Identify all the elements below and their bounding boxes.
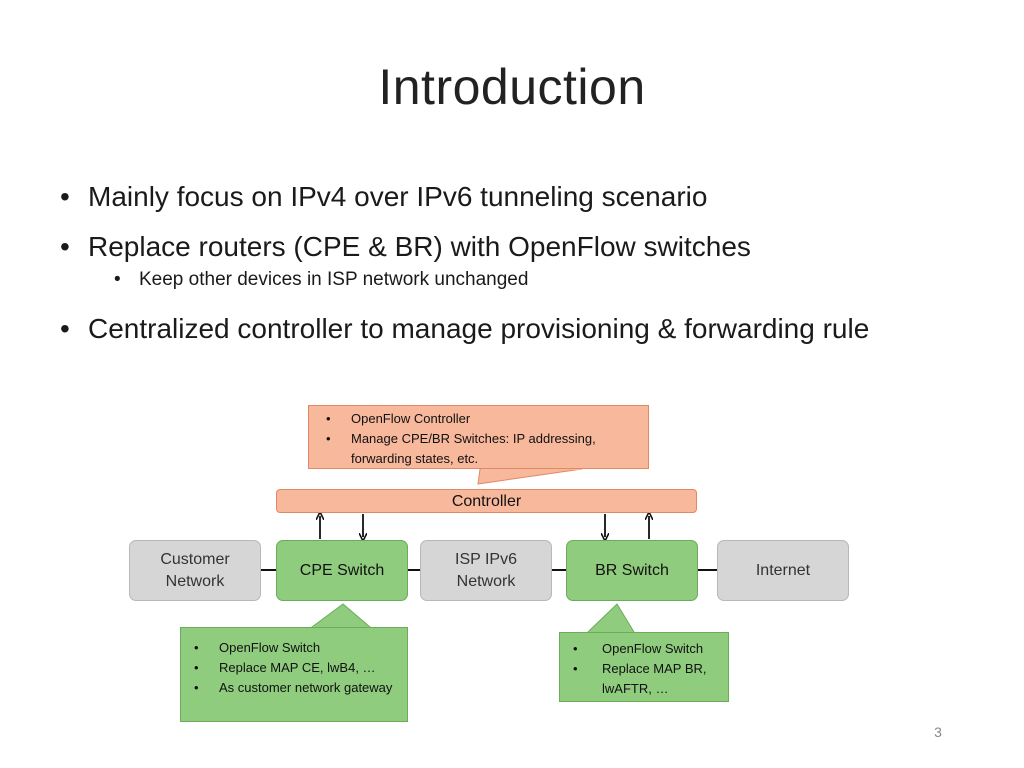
callout-item: Manage CPE/BR Switches: IP addressing, f… [317,429,644,469]
callout-item: Replace MAP BR, lwAFTR, … [564,659,724,699]
bullet-list: Mainly focus on IPv4 over IPv6 tunneling… [58,180,1008,362]
controller-callout: OpenFlow Controller Manage CPE/BR Switch… [308,405,649,469]
node-label: BR Switch [595,561,669,579]
controller-callout-tail [477,468,583,485]
br-callout-tail [586,603,635,633]
callout-item: As customer network gateway [185,678,403,698]
br-callout: OpenFlow Switch Replace MAP BR, lwAFTR, … [559,632,729,702]
node-label: ISP IPv6 [455,550,517,568]
node-label: Network [456,572,516,590]
cpe-callout: OpenFlow Switch Replace MAP CE, lwB4, … … [180,627,408,722]
node-label: Network [165,572,225,590]
controller-box: Controller [276,489,697,513]
callout-item: OpenFlow Controller [317,409,644,429]
callout-item: OpenFlow Switch [564,639,724,659]
node-label: Customer [160,550,230,568]
node-customer-network: Customer Network [129,540,261,601]
callout-item: Replace MAP CE, lwB4, … [185,658,403,678]
cpe-callout-tail [310,603,372,628]
node-isp-ipv6-network: ISP IPv6 Network [420,540,552,601]
node-label: CPE Switch [299,561,385,579]
bullet-centralized-controller: Centralized controller to manage provisi… [58,312,1008,346]
node-br-switch: BR Switch [566,540,698,601]
callout-item: OpenFlow Switch [185,638,403,658]
bullet-ipv4-over-ipv6: Mainly focus on IPv4 over IPv6 tunneling… [58,180,1008,214]
page-number: 3 [934,724,942,740]
slide-title: Introduction [378,59,646,115]
node-internet: Internet [717,540,849,601]
sub-bullet-keep-devices: Keep other devices in ISP network unchan… [58,268,1008,292]
bullet-replace-routers: Replace routers (CPE & BR) with OpenFlow… [58,230,1008,264]
node-label: Internet [755,561,811,579]
node-cpe-switch: CPE Switch [276,540,408,601]
